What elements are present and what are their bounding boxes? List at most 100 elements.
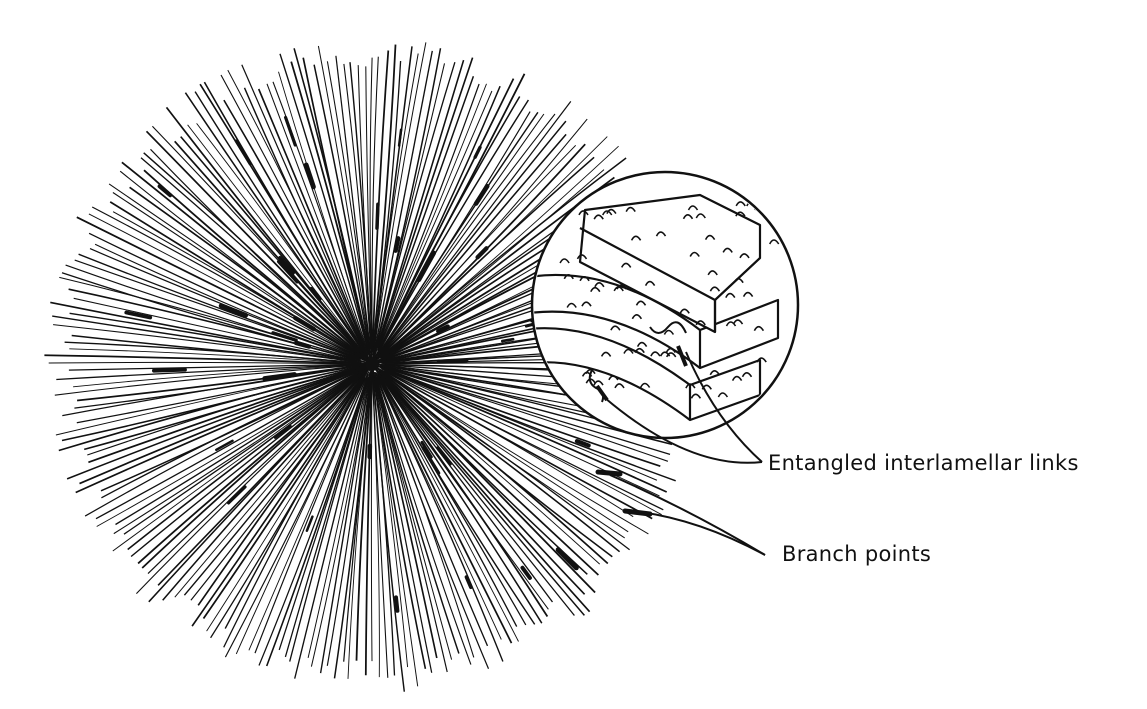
lamella-fibril bbox=[150, 148, 362, 355]
lamella-fibril bbox=[100, 367, 363, 492]
chain-fold-arc bbox=[725, 292, 736, 299]
branch-point bbox=[473, 183, 490, 206]
lamella-fibril bbox=[91, 206, 361, 358]
lamella-fibril bbox=[94, 243, 361, 360]
branch-point bbox=[420, 440, 433, 459]
branch-point bbox=[393, 236, 401, 253]
branch-point bbox=[475, 246, 489, 260]
lamella-fibril bbox=[375, 366, 601, 565]
lamella-fibril bbox=[370, 374, 373, 662]
lamella-fibril bbox=[174, 140, 361, 352]
branch-point bbox=[277, 255, 295, 275]
lamella-fibril bbox=[202, 374, 366, 619]
lamella-fibril bbox=[127, 370, 364, 551]
lamella-fibril bbox=[183, 366, 370, 596]
chain-fold-arc bbox=[709, 370, 720, 376]
chain-fold-arc bbox=[620, 262, 632, 268]
branch-point bbox=[157, 184, 173, 198]
lamella-fibril bbox=[378, 111, 539, 355]
lamella-fibril bbox=[52, 315, 362, 364]
lamella-fibril bbox=[165, 106, 369, 360]
lamella-fibril bbox=[50, 301, 358, 363]
lamella-fibril bbox=[383, 375, 596, 594]
lamella-fibril bbox=[372, 42, 427, 360]
lamella-fibril bbox=[75, 365, 367, 494]
lamella-fibril bbox=[381, 113, 545, 351]
lamella-fibril bbox=[258, 373, 369, 666]
spherulite-lamellae bbox=[44, 42, 699, 692]
chain-fold-arc bbox=[741, 372, 753, 378]
branch-point bbox=[375, 202, 380, 230]
branch-point bbox=[305, 515, 314, 532]
branch-point bbox=[124, 310, 153, 320]
chain-fold-arc bbox=[608, 375, 619, 381]
leader-branch-2 bbox=[639, 511, 766, 556]
lamella-fibril bbox=[73, 297, 360, 362]
lamella-fibril bbox=[376, 144, 577, 360]
chain-fold-arc bbox=[753, 325, 765, 332]
lamella-fibril bbox=[377, 78, 515, 352]
lamella-fibril bbox=[375, 62, 456, 348]
label-entangled-interlamellar-links: Entangled interlamellar links bbox=[768, 451, 1079, 475]
chain-fold-arc bbox=[600, 351, 612, 357]
lamella-fibril bbox=[326, 61, 371, 350]
branch-point bbox=[273, 424, 292, 439]
lamella-fibril bbox=[224, 377, 366, 658]
chain-fold-arc bbox=[593, 380, 604, 386]
lamella-fibril bbox=[373, 367, 543, 624]
branch-point bbox=[218, 303, 249, 318]
lamella-fibril bbox=[310, 369, 372, 667]
lamella-fibril bbox=[364, 372, 373, 676]
lamella-fibril bbox=[65, 264, 356, 360]
lamella-fibril bbox=[194, 91, 367, 355]
chain-fold-arc bbox=[623, 348, 634, 354]
lamella-fibril bbox=[71, 334, 366, 365]
lamella-fibril bbox=[109, 201, 367, 362]
lamella-fibril bbox=[377, 113, 556, 357]
leader-lines bbox=[604, 351, 766, 556]
lamella-fibril bbox=[248, 373, 369, 651]
lamella-fibril bbox=[373, 375, 438, 659]
lamella-fibril bbox=[206, 368, 370, 632]
chain-fold-arc bbox=[695, 320, 706, 326]
lamella-fibril bbox=[241, 64, 368, 354]
branch-point bbox=[421, 446, 441, 475]
branch-point bbox=[574, 439, 591, 448]
chain-fold-arc bbox=[665, 352, 677, 358]
lamella-fibril bbox=[377, 96, 521, 353]
chain-fold-arc bbox=[679, 308, 690, 314]
lamella-fibril bbox=[279, 53, 371, 357]
lamella-fibril bbox=[313, 64, 371, 352]
lamella-fibril bbox=[56, 363, 367, 381]
lamella-fibril bbox=[137, 368, 367, 565]
chain-fold-arc bbox=[685, 383, 696, 389]
chain-fold-arc bbox=[566, 302, 577, 308]
branch-point bbox=[227, 485, 247, 505]
lamella-fibril bbox=[380, 133, 567, 355]
lamella-fibril bbox=[284, 378, 369, 658]
chain-fold-arc bbox=[606, 208, 617, 215]
lamella-fibril bbox=[54, 364, 363, 396]
lamella-fibril bbox=[379, 372, 591, 613]
lamella-fibril bbox=[379, 377, 527, 626]
chain-fold-arc bbox=[594, 282, 605, 288]
lamella-fibril bbox=[378, 370, 586, 595]
lamella-fibril bbox=[381, 369, 649, 535]
lamella-fibril bbox=[210, 371, 369, 639]
chain-fold-arc bbox=[690, 393, 702, 399]
lamella-fibril bbox=[377, 376, 513, 644]
lamella-fibril bbox=[130, 367, 368, 558]
chain-fold-arc bbox=[682, 214, 694, 220]
lamella-fibril bbox=[96, 366, 368, 527]
lamella-fibril bbox=[119, 170, 369, 362]
chain-fold-arc bbox=[689, 251, 700, 257]
chain-fold-arc bbox=[559, 258, 570, 264]
lamella-fibril bbox=[382, 156, 595, 355]
lamella-fibril bbox=[162, 366, 370, 601]
lamella-fibril bbox=[377, 157, 627, 361]
lamella-fibril bbox=[374, 101, 572, 361]
lamella-fibril bbox=[257, 88, 369, 356]
chain-fold-arc bbox=[576, 254, 588, 260]
lamella-fibril bbox=[372, 57, 474, 361]
